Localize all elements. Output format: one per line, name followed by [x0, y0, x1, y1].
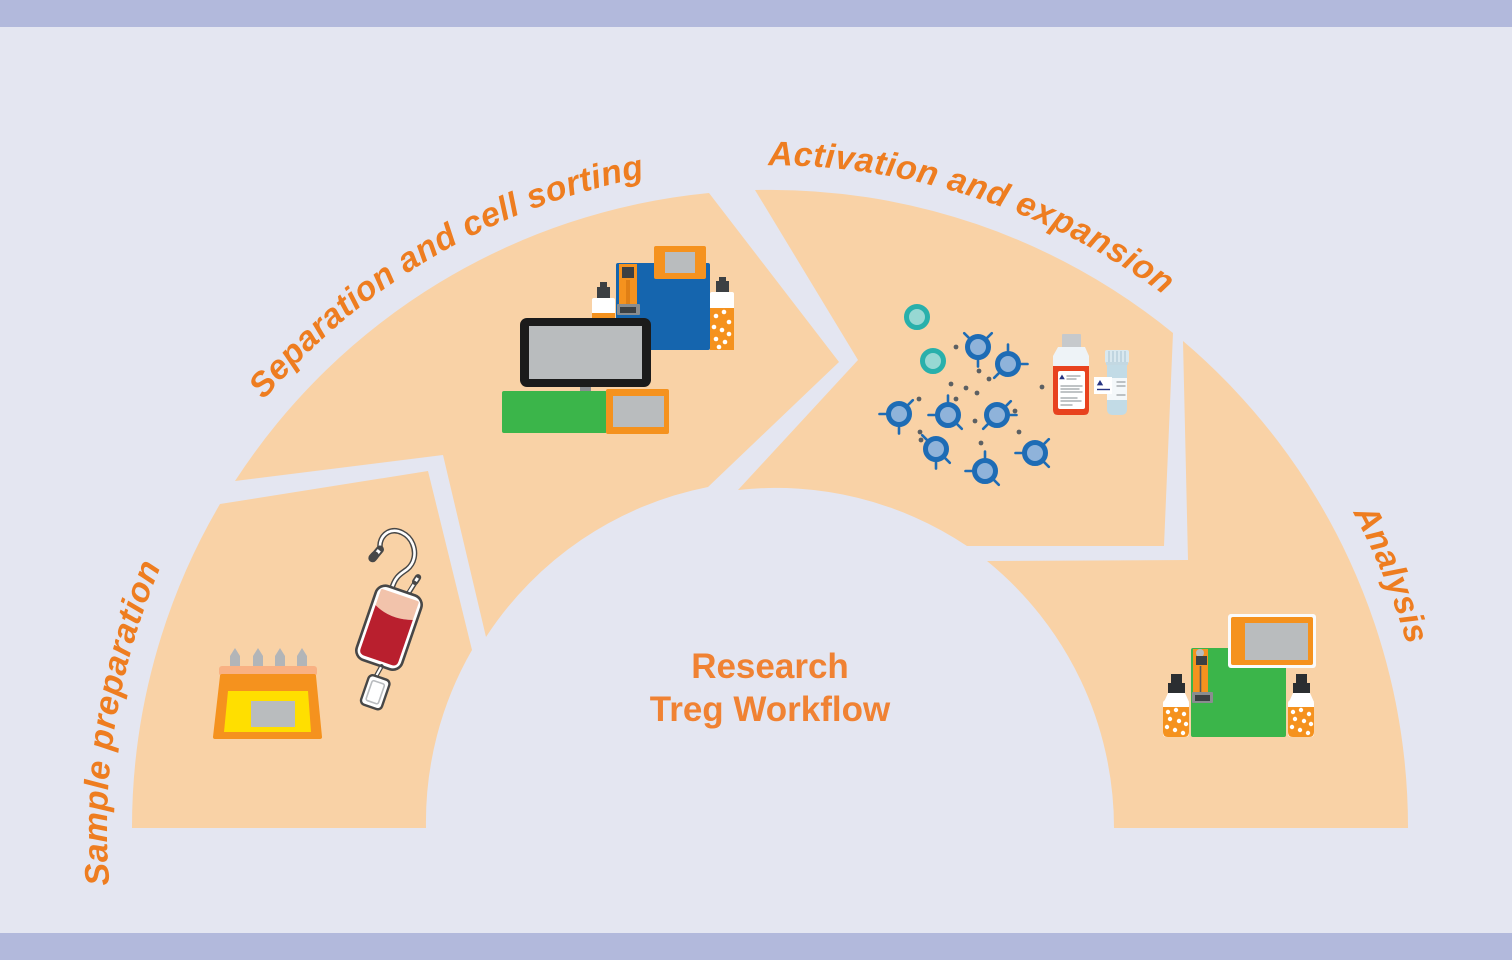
device-pin	[297, 648, 307, 670]
treg-cell-icon	[992, 343, 1029, 380]
medium-bottle-cap	[1062, 334, 1081, 348]
bottle-neck	[1289, 693, 1314, 702]
title-line-2: Treg Workflow	[650, 690, 891, 729]
sticker-logo-triangle	[1096, 380, 1104, 386]
instrument-display-icon	[654, 246, 706, 279]
bottle-cap	[597, 287, 610, 298]
device-pin	[275, 648, 285, 670]
medium-bottle-label	[1058, 371, 1085, 409]
reagent-tube-icon	[1094, 350, 1129, 415]
bottle-cap-top	[600, 282, 607, 288]
teal-cell-icon	[920, 348, 946, 374]
tube-label-lines	[1116, 381, 1126, 396]
monitor-screen	[1245, 623, 1308, 660]
segment-activation-expansion	[738, 189, 1173, 546]
separation-icons	[502, 246, 734, 434]
bottle-cap-top	[1171, 674, 1182, 683]
separation-column-icon	[617, 264, 640, 315]
sheath-bottle-left-icon	[1163, 674, 1189, 737]
bench-panel	[613, 396, 664, 427]
column-base-inset	[620, 307, 636, 313]
analysis-icons	[1163, 614, 1316, 737]
device-screen	[251, 701, 295, 727]
computer-monitor-icon	[520, 318, 651, 393]
sample-preparation-icons	[213, 528, 423, 739]
label-text-lines	[1060, 375, 1083, 406]
bottom-port-inner	[375, 666, 382, 676]
bottle-cap-top	[719, 277, 726, 283]
bottle-cap-top	[1296, 674, 1307, 683]
benchtop-instrument-icon	[502, 389, 669, 434]
bottle-cap	[1293, 683, 1310, 693]
cytometer-column-icon	[1192, 649, 1213, 703]
top-band	[0, 0, 1512, 27]
bench-body	[502, 391, 607, 433]
teal-cell-icon	[904, 304, 930, 330]
column-head	[622, 267, 634, 278]
tube-sticker	[1094, 377, 1112, 394]
activation-bead-dots	[916, 344, 1045, 446]
spike-port-inner	[407, 582, 416, 594]
monitor-screen	[529, 326, 642, 379]
spike-cap-inner	[414, 577, 419, 583]
treg-cell-icon	[927, 394, 964, 431]
medium-bottle-icon	[1053, 334, 1089, 415]
blood-layer	[360, 605, 413, 666]
tissue-heater-device-icon	[213, 648, 322, 739]
device-top-band	[219, 666, 317, 676]
center-title: Research Treg Workflow	[650, 647, 891, 729]
buffer-bottle-right-icon	[710, 277, 734, 350]
treg-cell-icon	[1014, 437, 1051, 469]
tube-tip	[368, 551, 379, 563]
title-line-1: Research	[691, 647, 849, 686]
blood-bag-icon	[355, 528, 423, 711]
tube-cap-ribs	[1108, 351, 1126, 362]
treg-cell-icon	[920, 433, 952, 470]
column-knob	[1196, 649, 1204, 657]
bag-tag-inset	[365, 679, 386, 705]
device-pin	[230, 648, 240, 670]
column-base-inset	[1195, 695, 1210, 701]
flow-cytometer-body	[1191, 648, 1286, 737]
bag-tube-inner	[378, 529, 416, 591]
bottle-cap	[716, 281, 729, 293]
tube-cap-lip	[1106, 362, 1128, 365]
treg-cell-icon	[964, 450, 1001, 487]
column-slot	[626, 280, 630, 304]
bottle-bubbles	[1164, 707, 1189, 736]
bottle-neck	[1164, 693, 1189, 702]
treg-cell-icon	[981, 399, 1018, 431]
treg-cell-icon	[962, 331, 994, 368]
bottom-band	[0, 933, 1512, 960]
treg-cell-icon	[878, 398, 915, 435]
label-logo-triangle	[1059, 374, 1065, 380]
bottle-cap	[1168, 683, 1185, 693]
bottle-bubbles	[711, 309, 732, 350]
bottle-bubbles	[1289, 707, 1314, 736]
activation-icons	[878, 304, 1129, 487]
monitor-stand	[580, 387, 591, 393]
analysis-monitor-icon	[1228, 614, 1316, 668]
sheath-bottle-right-icon	[1288, 674, 1314, 737]
column-head	[1196, 656, 1207, 665]
plasma-layer	[375, 589, 419, 621]
device-pin	[253, 648, 263, 670]
display-screen	[665, 252, 695, 273]
